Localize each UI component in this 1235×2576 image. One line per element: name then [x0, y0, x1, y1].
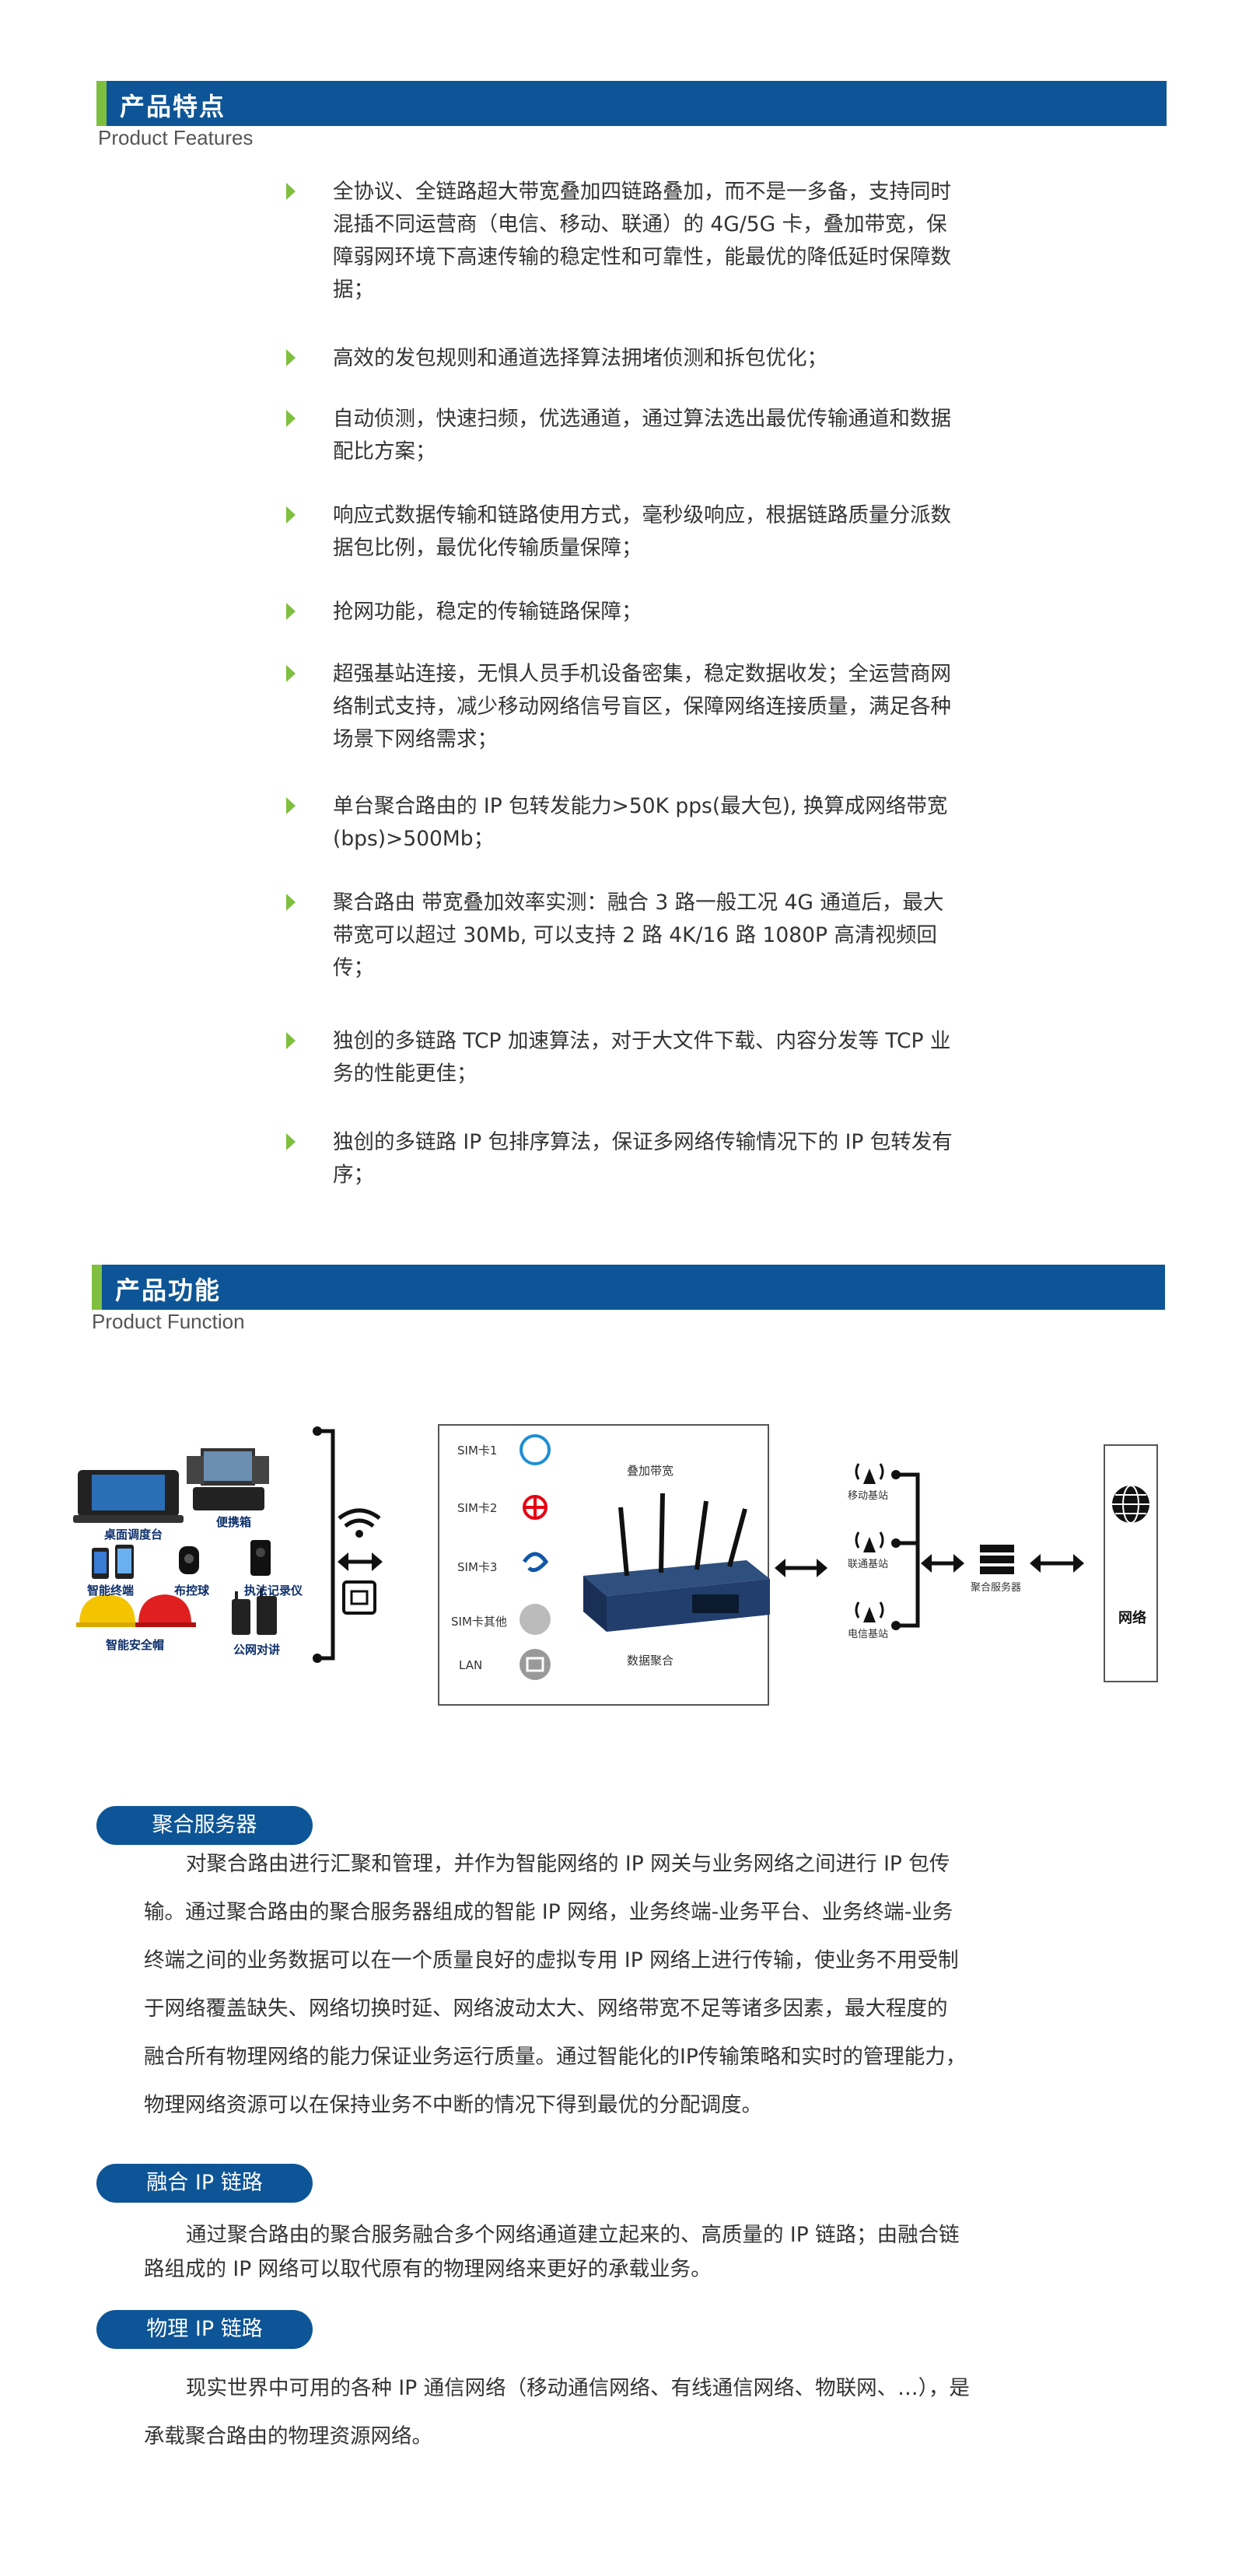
device-bracket — [313, 1426, 335, 1663]
china-telecom-icon — [522, 1552, 549, 1573]
sim-other-icon — [520, 1604, 551, 1635]
block-title-physical-ip-link: 物理 IP 链路 — [96, 2310, 313, 2349]
block-paragraph: 通过聚合路由的聚合服务融合多个网络通道建立起来的、高质量的 IP 链路；由融合链… — [144, 2223, 960, 2281]
label-unicom-station: 联通基站 — [848, 1559, 889, 1570]
double-arrow-icon — [338, 1552, 383, 1571]
label-public-talk: 公网对讲 — [233, 1643, 281, 1657]
section-header-features: 产品特点 — [96, 81, 1167, 126]
section-subtitle: Product Function — [92, 1310, 245, 1333]
block-paragraph: 对聚合路由进行汇聚和管理，并作为智能网络的 IP 网关与业务网络之间进行 IP … — [144, 1852, 967, 2117]
section-subtitle: Product Features — [98, 126, 254, 149]
deploy-ball-icon — [179, 1546, 199, 1574]
bullet-arrow-icon — [286, 1133, 296, 1150]
globe-icon — [1112, 1485, 1149, 1524]
label-smart-helmet: 智能安全帽 — [106, 1638, 165, 1652]
diagram-canvas — [73, 1424, 1158, 1706]
bullet-arrow-icon — [286, 665, 296, 682]
smart-helmet-icon — [76, 1594, 196, 1627]
bullet-arrow-icon — [286, 1032, 296, 1049]
china-unicom-icon — [523, 1495, 548, 1520]
sim-label: SIM卡1 — [457, 1444, 498, 1458]
label-smart-terminal: 智能终端 — [87, 1584, 135, 1598]
label-network: 网络 — [1118, 1610, 1146, 1626]
label-mobile-station: 移动基站 — [848, 1490, 889, 1502]
law-recorder-icon — [250, 1540, 271, 1576]
block-title-aggregation-server: 聚合服务器 — [96, 1806, 313, 1845]
sim-label: SIM卡2 — [457, 1501, 498, 1515]
bullet-arrow-icon — [286, 349, 296, 366]
sim-label: SIM卡其他 — [451, 1615, 507, 1629]
section-title: 产品特点 — [120, 92, 226, 121]
section-title: 产品功能 — [115, 1276, 222, 1305]
station-bracket — [891, 1470, 920, 1630]
base-station-icon — [863, 1468, 876, 1622]
server-icon — [980, 1545, 1014, 1574]
network-box — [1104, 1444, 1158, 1682]
bullet-arrow-icon — [286, 797, 296, 814]
overlay-bandwidth-label: 叠加带宽 — [627, 1464, 674, 1478]
wifi-icon — [338, 1508, 381, 1538]
portable-box-icon — [187, 1448, 269, 1510]
sim-label: SIM卡3 — [457, 1560, 498, 1574]
bullet-arrow-icon — [286, 506, 296, 523]
network-diagram: 桌面调度台 便携箱 智能终端 布控球 执法记录仪 智能安全帽 公网对讲 SIM卡… — [70, 1416, 1174, 1750]
lan-port-icon — [342, 1580, 376, 1615]
double-arrow-icon — [921, 1554, 964, 1573]
lan-icon — [520, 1649, 551, 1680]
label-deploy-ball: 布控球 — [174, 1584, 210, 1598]
sim-label: LAN — [459, 1658, 483, 1672]
signal-waves — [855, 1463, 884, 1619]
data-aggregation-label: 数据聚合 — [627, 1654, 674, 1668]
bullet-arrow-icon — [286, 894, 296, 911]
label-telecom-station: 电信基站 — [848, 1629, 889, 1640]
block-title-fusion-ip-link: 融合 IP 链路 — [96, 2164, 313, 2203]
router-device-icon — [583, 1493, 770, 1632]
bullet-arrow-icon — [286, 183, 296, 200]
label-desk-console: 桌面调度台 — [104, 1528, 163, 1542]
label-server: 聚合服务器 — [971, 1582, 1022, 1594]
double-arrow-icon — [1030, 1554, 1084, 1573]
double-arrow-icon — [775, 1559, 827, 1577]
block-paragraph: 现实世界中可用的各种 IP 通信网络（移动通信网络、有线通信网络、物联网、…），… — [144, 2376, 970, 2448]
desk-console-icon — [73, 1470, 184, 1523]
public-talk-icon — [232, 1588, 277, 1635]
header-accent — [92, 1265, 102, 1310]
bullet-arrow-icon — [286, 603, 296, 620]
smart-terminal-icon — [92, 1545, 134, 1579]
header-accent — [96, 81, 107, 126]
label-law-recorder: 执法记录仪 — [244, 1584, 303, 1598]
section-header-function: 产品功能 — [92, 1265, 1165, 1310]
china-mobile-icon — [520, 1434, 551, 1465]
label-portable-box: 便携箱 — [216, 1515, 252, 1529]
bullet-arrow-icon — [286, 410, 296, 427]
